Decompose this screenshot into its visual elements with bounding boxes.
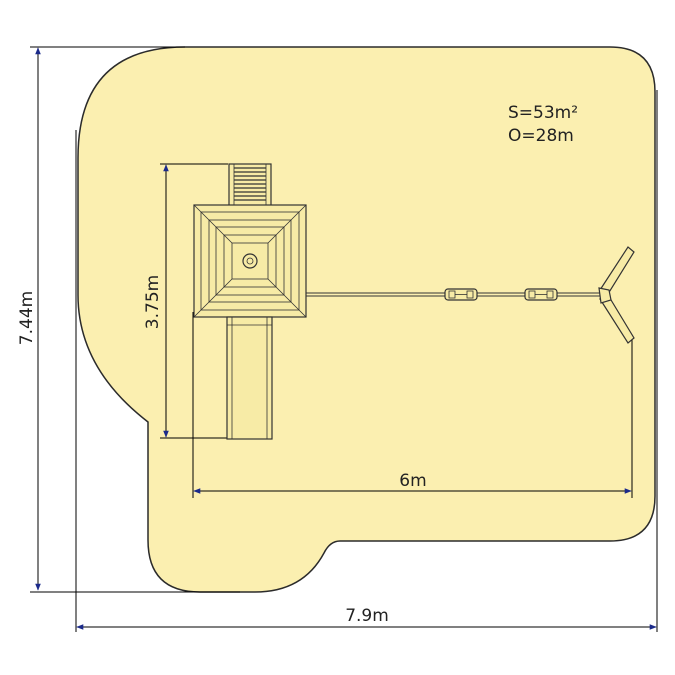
area-label: S=53m² [508,103,578,123]
swing-seat [524,288,558,301]
swing-seat [444,288,478,301]
total-width-label: 7.9m [345,606,389,626]
swing-seats [444,288,558,301]
play-tower [193,204,307,318]
ladder [228,163,272,207]
safety-zone [77,46,656,593]
total-height-label: 7.44m [17,291,37,345]
swing-span-label: 6m [399,471,426,491]
slide [226,316,273,440]
perimeter-label: O=28m [508,126,574,146]
swing-a-frame [598,246,635,344]
tower-height-label: 3.75m [143,275,163,329]
